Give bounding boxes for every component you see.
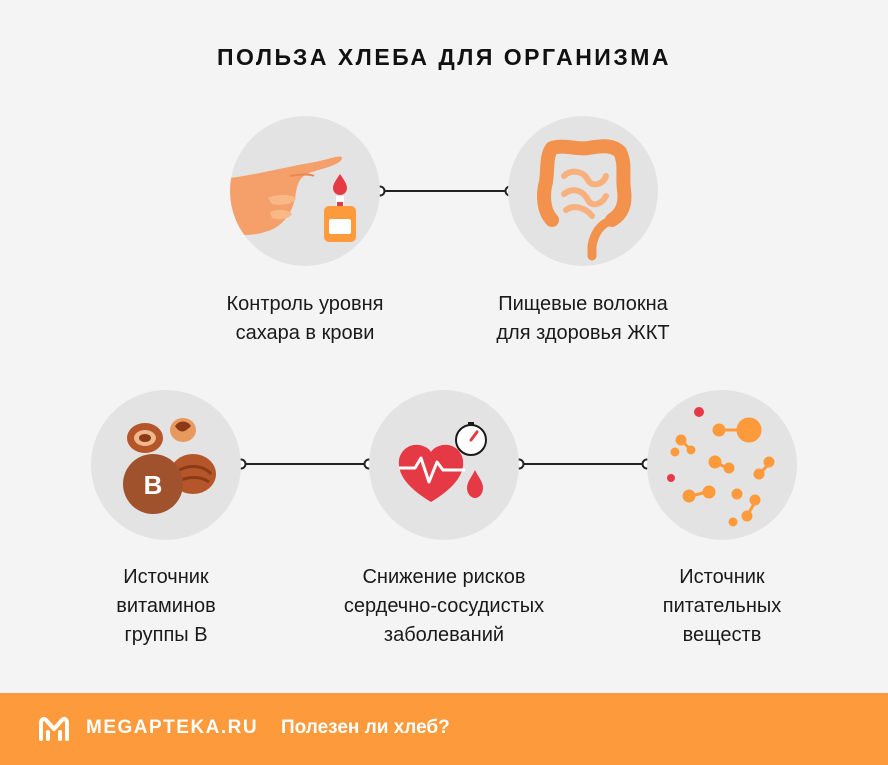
connector-bottom-left [235, 458, 375, 470]
article-link[interactable]: Полезен ли хлеб? [281, 717, 450, 738]
benefit-label-vitamins: Источник витаминов группы B [116, 566, 216, 646]
vitamin-b-letter: B [144, 470, 163, 500]
connector-bottom-right [513, 458, 653, 470]
benefit-label-fiber: Пищевые волокна для здоровья ЖКТ [496, 293, 670, 344]
megapteka-logo-icon[interactable] [38, 715, 70, 743]
blood-glucose-icon [230, 116, 380, 266]
molecules-icon [647, 390, 797, 540]
benefit-label-nutrients: Источник питательных веществ [662, 566, 782, 646]
site-name[interactable]: MEGAPTEKA.RU [86, 717, 259, 738]
benefit-label-sugar: Контроль уровня сахара в крови [226, 293, 384, 344]
vitamin-b-nuts-icon: B [91, 390, 241, 540]
benefit-label-cardio: Снижение рисков сердечно-сосудистых забо… [343, 566, 545, 646]
connector-top [374, 185, 516, 197]
footer-bar: MEGAPTEKA.RU Полезен ли хлеб? [0, 693, 888, 765]
intestine-icon [508, 116, 658, 266]
heart-pressure-icon [369, 390, 519, 540]
page-title: ПОЛЬЗА ХЛЕБА ДЛЯ ОРГАНИЗМА [216, 44, 672, 70]
